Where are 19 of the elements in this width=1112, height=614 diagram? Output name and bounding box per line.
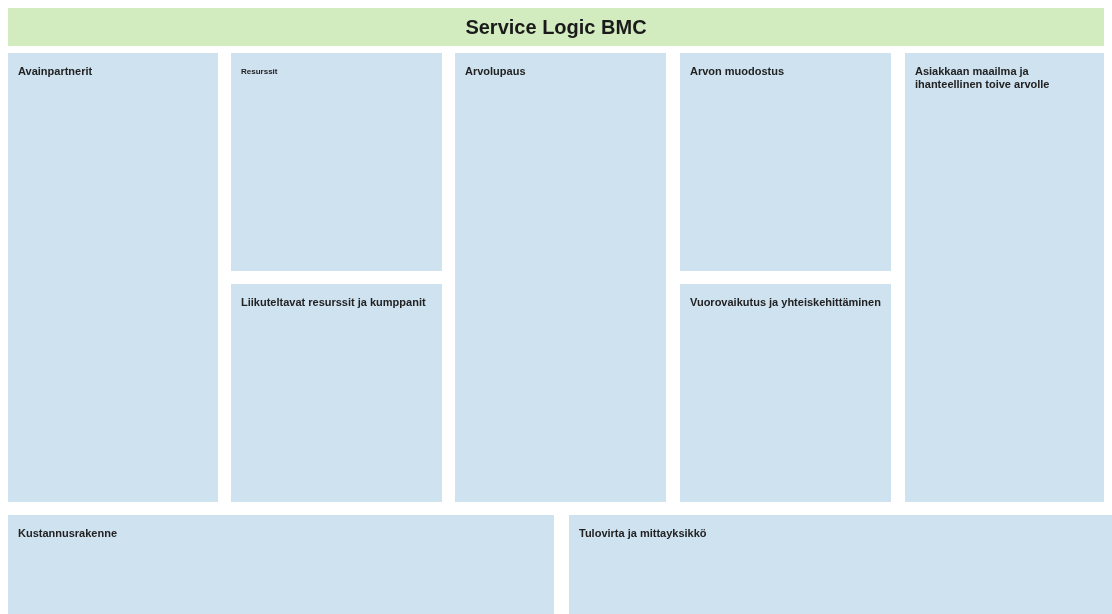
canvas-block: [8, 515, 554, 614]
canvas-block: [680, 53, 891, 271]
canvas-block: [231, 284, 442, 502]
canvas-block: [8, 53, 218, 502]
block-heading: Arvolupaus: [465, 65, 527, 78]
block-heading: Resurssit: [241, 66, 279, 78]
block-heading: Avainpartnerit: [18, 65, 94, 78]
block-heading: Arvon muodostus: [690, 65, 786, 78]
canvas-block: [680, 284, 891, 502]
block-heading: Vuorovaikutus ja yhteiskehittäminen: [690, 296, 881, 309]
canvas-block: [455, 53, 666, 502]
block-heading: Liikuteltavat resurssit ja kumppanit: [241, 296, 427, 309]
block-heading: Asiakkaan maailma ja ihanteellinen toive arvolle: [915, 65, 1051, 91]
block-heading: Tulovirta ja mittayksikkö: [579, 527, 708, 540]
canvas-block: [569, 515, 1112, 614]
title-banner: Service Logic BMC: [8, 8, 1104, 46]
canvas-block: [905, 53, 1104, 502]
canvas-block: [231, 53, 442, 271]
block-heading: Kustannusrakenne: [18, 527, 119, 540]
